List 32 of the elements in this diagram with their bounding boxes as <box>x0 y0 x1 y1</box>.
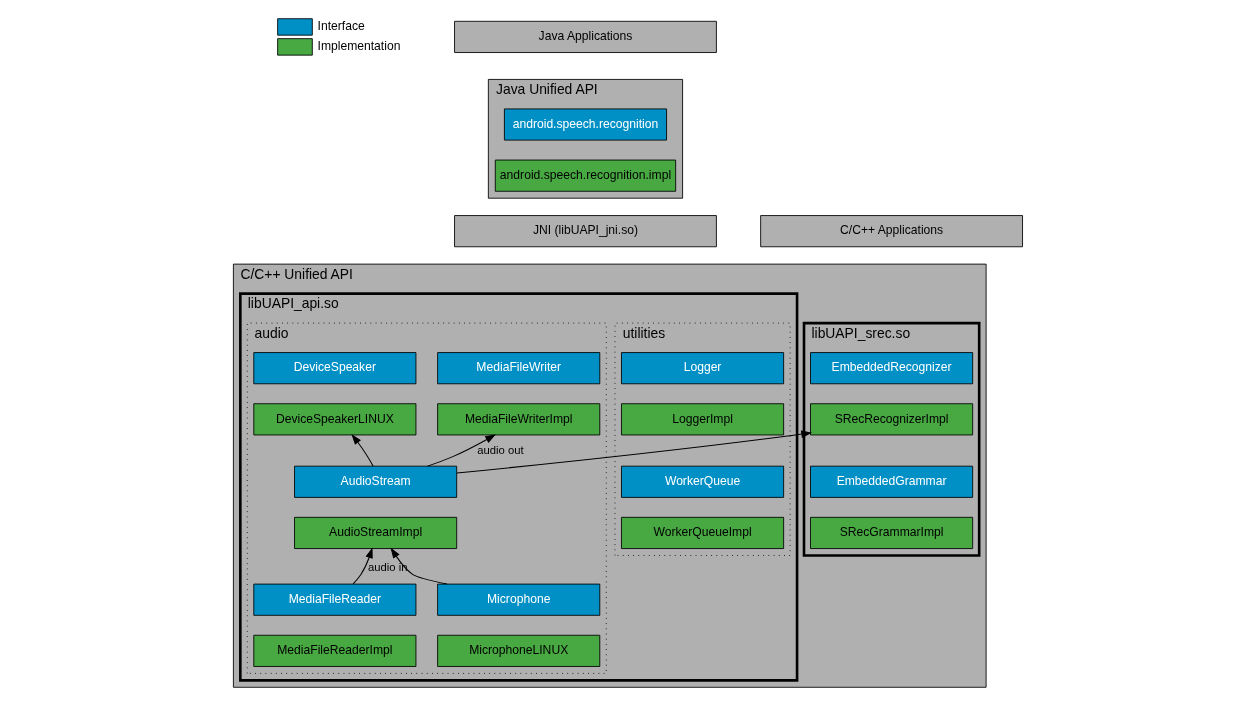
node-box: LoggerImpl <box>620 403 784 436</box>
arrow <box>426 434 496 467</box>
node-box: SRecRecognizerImpl <box>809 403 973 436</box>
node-box: AudioStreamImpl <box>293 516 457 549</box>
node-box: android.speech.recognition.impl <box>494 159 676 192</box>
node-box: MediaFileReaderImpl <box>252 634 416 667</box>
node-box: Java Applications <box>453 20 717 53</box>
legend-label: Implementation <box>317 39 400 54</box>
node-box: DeviceSpeaker <box>252 352 416 385</box>
node-box: WorkerQueue <box>620 465 784 498</box>
arrow <box>455 430 812 474</box>
edge-label: audio out <box>476 443 524 456</box>
node-box: C/C++ Applications <box>759 215 1023 248</box>
node-box: WorkerQueueImpl <box>620 516 784 549</box>
node-box: JNI (libUAPI_jni.so) <box>453 215 717 248</box>
node-box: Microphone <box>436 583 600 616</box>
node-box: android.speech.recognition <box>503 108 667 141</box>
node-box: Logger <box>620 352 784 385</box>
node-box: MediaFileWriterImpl <box>436 403 600 436</box>
node-box: MediaFileReader <box>252 583 416 616</box>
edge-label: audio in <box>367 561 407 574</box>
node-box: EmbeddedGrammar <box>809 465 973 498</box>
node-box: DeviceSpeakerLINUX <box>252 403 416 436</box>
node-box: SRecGrammarImpl <box>809 516 973 549</box>
legend-label: Interface <box>317 19 365 34</box>
arrow <box>352 547 373 585</box>
arrow <box>350 433 374 467</box>
node-box: AudioStream <box>293 465 457 498</box>
arrow <box>389 547 447 585</box>
node-box: MicrophoneLINUX <box>436 634 600 667</box>
node-box: MediaFileWriter <box>436 352 600 385</box>
node-box: EmbeddedRecognizer <box>809 352 973 385</box>
